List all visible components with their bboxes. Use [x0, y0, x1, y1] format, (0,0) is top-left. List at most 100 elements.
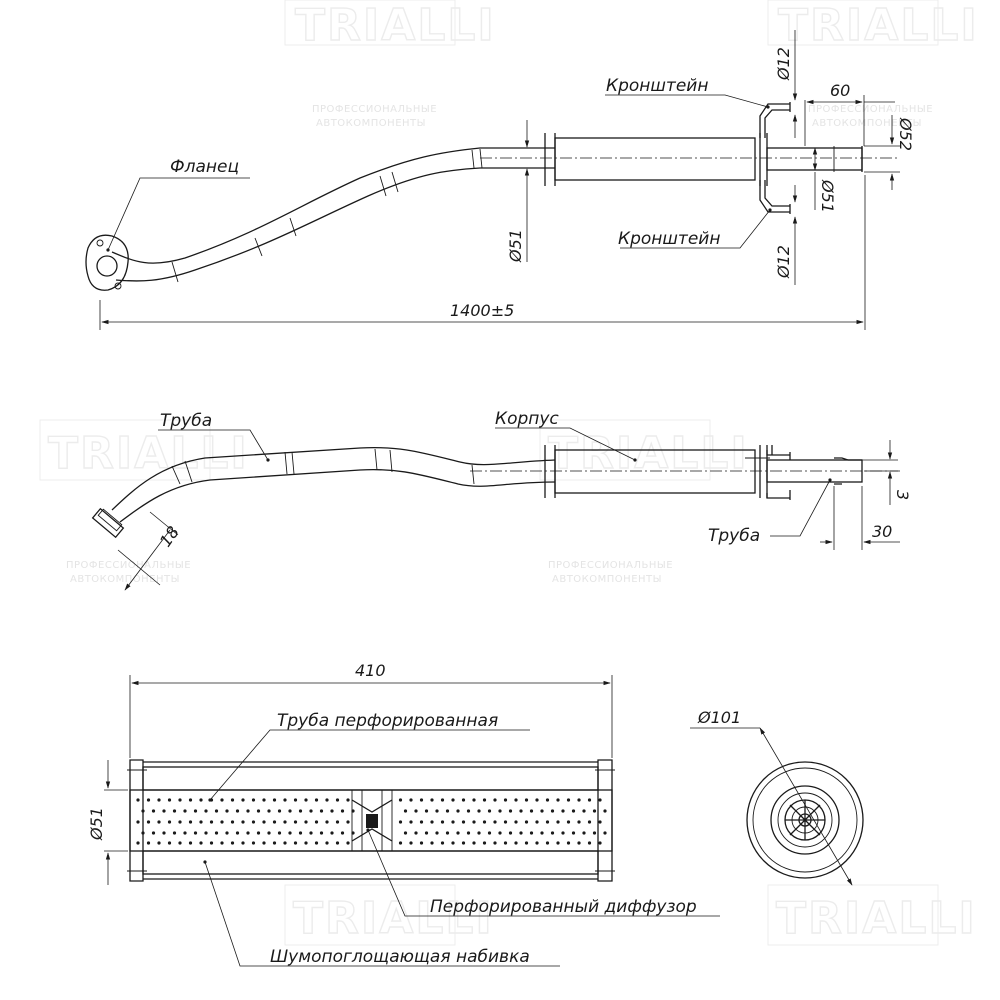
perforation-hole [214, 809, 219, 813]
perforation-hole [146, 820, 151, 824]
flange-top [85, 234, 129, 291]
perforation-hole [524, 798, 529, 802]
perforation-hole [314, 820, 319, 824]
dim-total-length: 1400±5 [450, 301, 514, 320]
watermark-slogan: АВТОКОМПОНЕНТЫ [70, 574, 180, 585]
perforation-hole [535, 841, 539, 845]
watermark-frame [39, 419, 211, 481]
perforation-hole [535, 798, 539, 802]
section-view: 410 Ø51 Труба перфорированная Перфориров… [87, 661, 720, 967]
perforation-hole [288, 809, 292, 813]
perforation-hole [188, 798, 193, 802]
perforation-hole [157, 820, 161, 824]
perforation-hole [241, 820, 245, 824]
label-bracket-top: Кронштейн [606, 76, 708, 96]
perforation-hole [178, 798, 182, 802]
perforation-hole [193, 809, 198, 813]
perforation-hole [340, 809, 345, 813]
perforation-hole [508, 809, 513, 813]
watermark-frame [284, 0, 456, 46]
watermark-frame [767, 884, 939, 946]
perforation-hole [540, 831, 544, 835]
perforation-hole [493, 841, 497, 845]
perforation-hole [477, 831, 481, 835]
perforation-hole [419, 841, 424, 845]
perforation-hole [566, 820, 571, 824]
perforation-hole [209, 841, 214, 845]
perforation-hole [519, 831, 523, 835]
perforation-hole [298, 809, 303, 813]
watermark-brand: TRIALLI [776, 893, 977, 944]
perforation-hole [225, 831, 229, 835]
perforation-hole [304, 820, 308, 824]
perforation-hole [183, 831, 187, 835]
perforation-hole [440, 820, 445, 824]
perforation-hole [493, 820, 497, 824]
perforation-hole [172, 831, 177, 835]
perforation-hole [529, 831, 534, 835]
perforation-hole [466, 809, 471, 813]
perforation-hole [283, 820, 287, 824]
perforation-hole [461, 820, 466, 824]
perforation-hole [246, 831, 250, 835]
dim-outlet-length: 60 [830, 81, 850, 100]
perforation-hole [472, 820, 476, 824]
watermark-slogan: ПРОФЕССИОНАЛЬНЫЕ [548, 560, 673, 571]
perforation-hole [188, 841, 193, 845]
label-packing: Шумопоглощающая набивка [270, 947, 530, 967]
perforation-hole [230, 820, 235, 824]
outlet-pipe-top [766, 147, 863, 171]
perforation-hole [456, 831, 460, 835]
perforation-hole [220, 841, 224, 845]
perforation-hole [141, 831, 145, 835]
perforation-hole [524, 841, 529, 845]
perforation-hole [335, 841, 340, 845]
perforation-hole [157, 841, 161, 845]
perforation-hole [304, 798, 308, 802]
perforation-hole [556, 798, 560, 802]
perforation-hole [461, 841, 466, 845]
perforation-hole [550, 831, 555, 835]
perforation-hole [256, 809, 261, 813]
perforation-hole [430, 820, 434, 824]
watermark-frame [767, 0, 939, 46]
perforation-hole [346, 820, 350, 824]
dim-section-length: 410 [355, 661, 386, 680]
perforation-hole [293, 820, 298, 824]
perforation-hole [440, 841, 445, 845]
pipe-top-upper-edge [111, 147, 555, 264]
perforation-hole [146, 798, 151, 802]
perforation-hole [603, 809, 607, 813]
perforation-hole [466, 831, 471, 835]
perforation-hole [440, 798, 445, 802]
perforation-hole [419, 820, 424, 824]
perforation-hole [461, 798, 466, 802]
perforation-hole [319, 809, 324, 813]
perforation-hole [424, 831, 429, 835]
end-view-diffuser [784, 799, 826, 841]
perforation-hole [230, 841, 235, 845]
watermark-top-right: TRIALLI ПРОФЕССИОНАЛЬНЫЕ АВТОКОМПОНЕНТЫ [767, 0, 977, 129]
watermark-slogan: АВТОКОМПОНЕНТЫ [552, 574, 662, 585]
perforation-hole [262, 820, 266, 824]
perforation-hole [162, 831, 166, 835]
perforation-hole [487, 809, 492, 813]
watermark-middle-right: TRIALLI ПРОФЕССИОНАЛЬНЫЕ АВТОКОМПОНЕНТЫ [539, 419, 747, 585]
perforation-hole [445, 831, 450, 835]
perforation-hole [251, 841, 256, 845]
perforation-hole [251, 798, 256, 802]
perforation-hole [220, 820, 224, 824]
watermarks: TRIALLI ПРОФЕССИОНАЛЬНЫЕ АВТОКОМПОНЕНТЫ … [39, 0, 977, 946]
dim-inner-diameter: Ø51 [87, 807, 106, 841]
perforation-hole [540, 809, 544, 813]
perforation-hole [424, 809, 429, 813]
perforation-hole [566, 841, 571, 845]
watermark-slogan: АВТОКОМПОНЕНТЫ [812, 118, 922, 129]
perforation-hole [571, 831, 576, 835]
top-view: 1400±5 Ø51 Ø12 Ø12 60 Ø52 Ø51 Фланец [85, 30, 915, 330]
perforation-hole [582, 831, 586, 835]
watermark-slogan: ПРОФЕССИОНАЛЬНЫЕ [66, 560, 191, 571]
perforation-hole [577, 798, 581, 802]
perforation-hole [398, 841, 403, 845]
perforation-hole [204, 831, 208, 835]
